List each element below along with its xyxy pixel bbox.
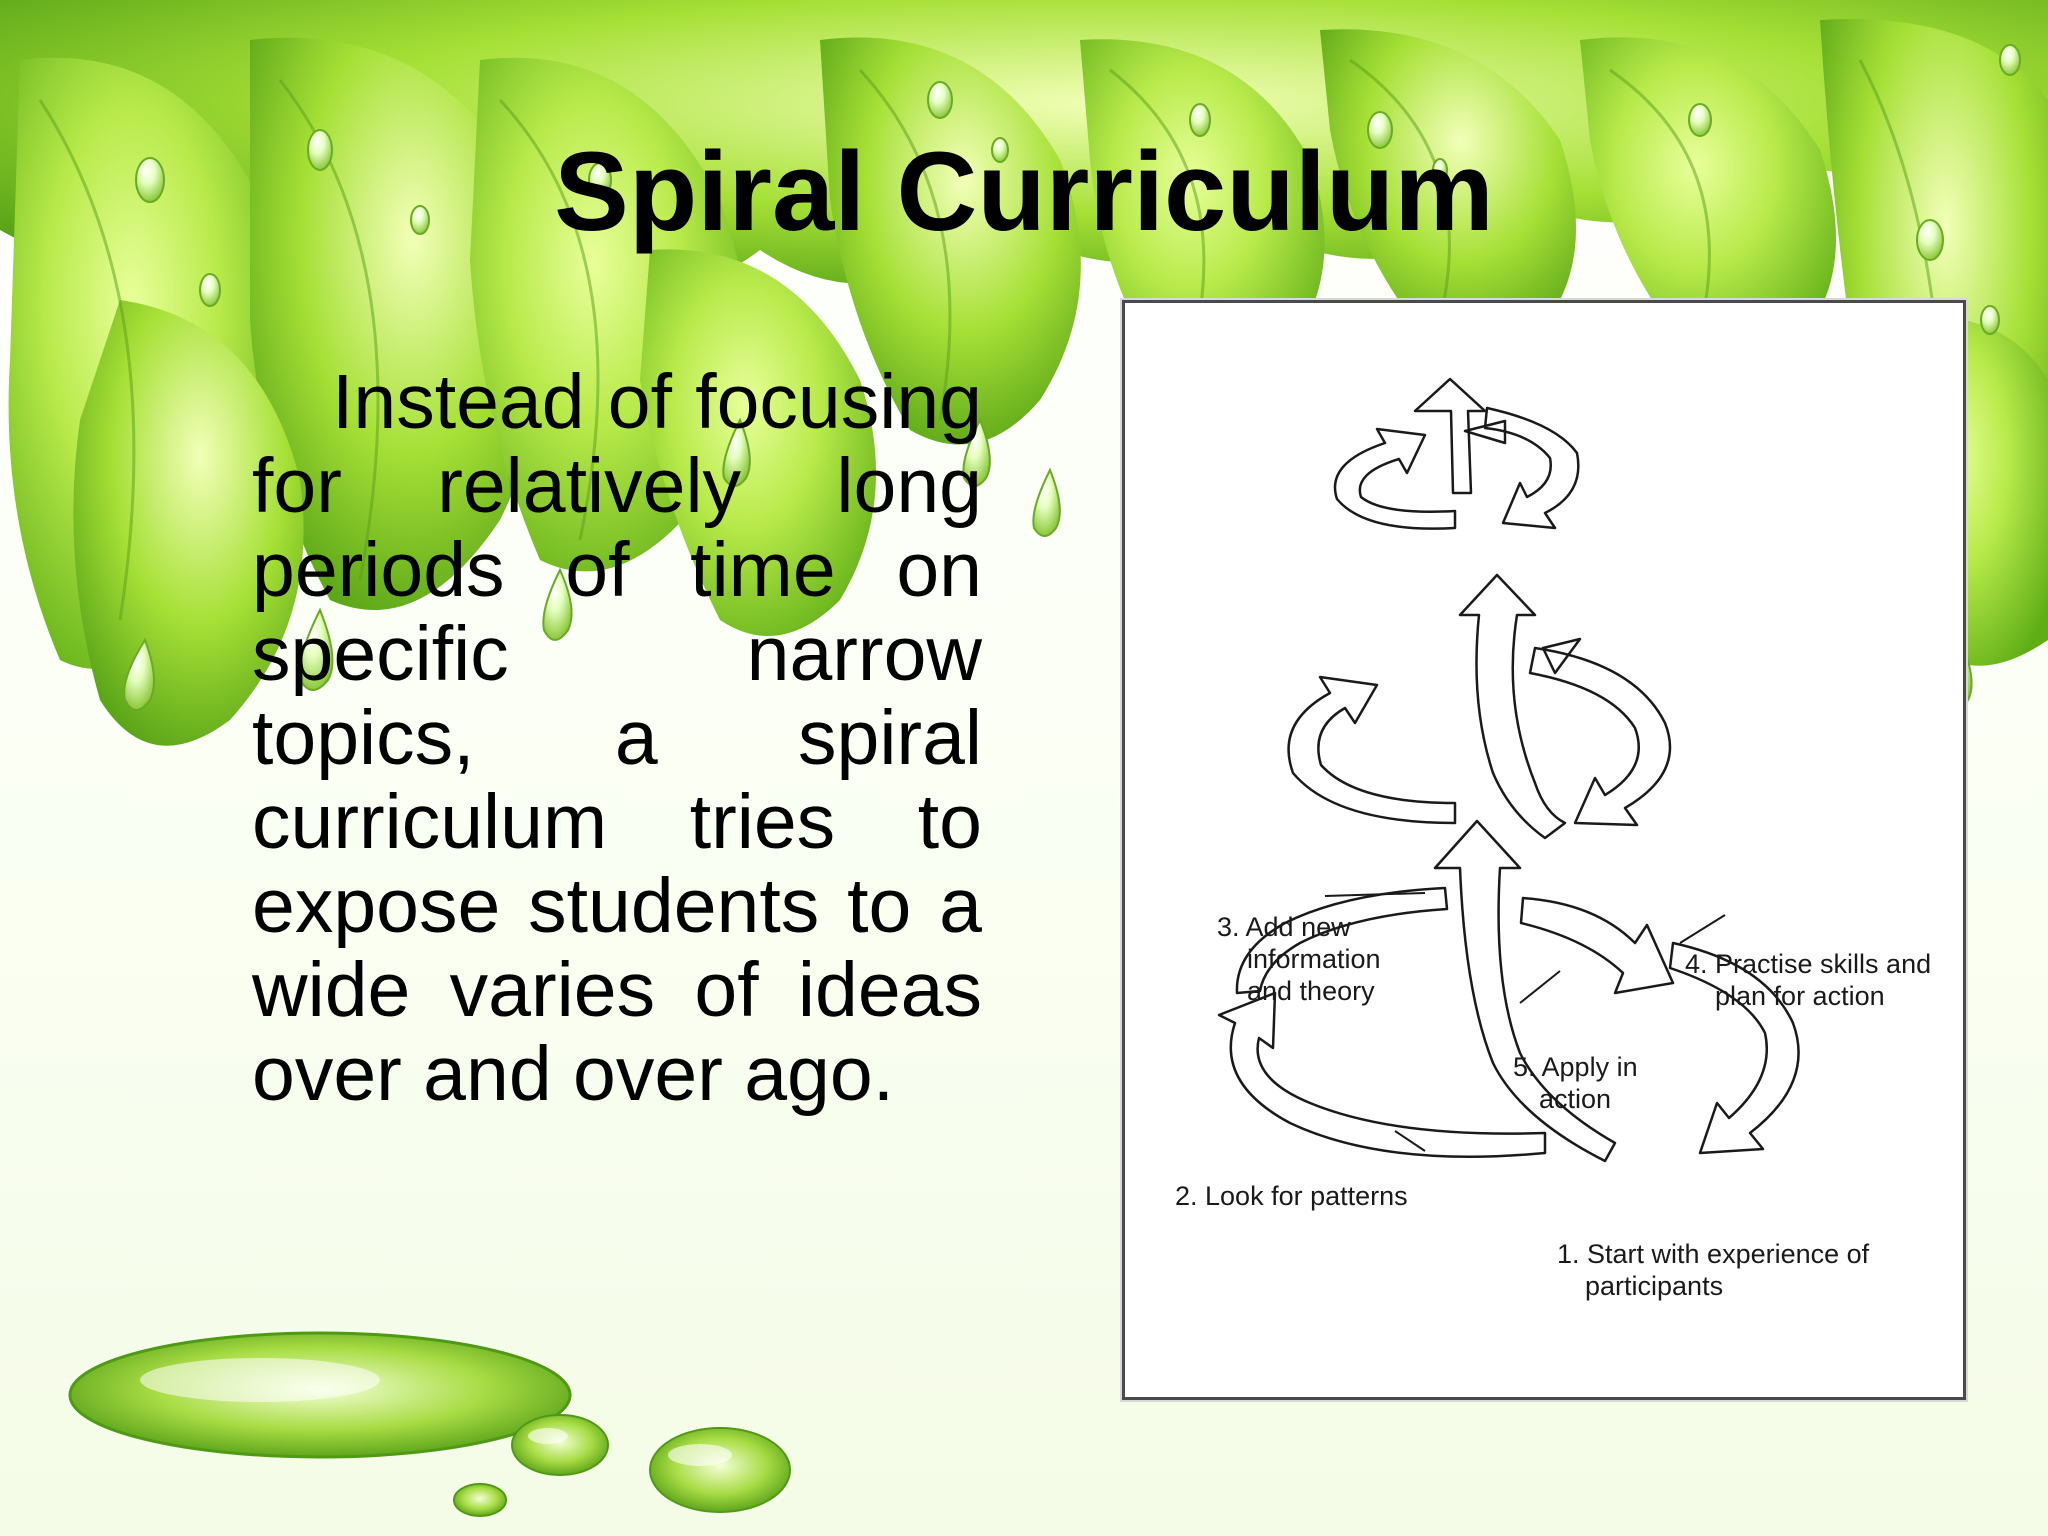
label-step3-line1: 3. Add new [1217,912,1351,942]
label-step1-line2: participants [1585,1271,1723,1301]
label-step5-line1: 5. Apply in [1513,1052,1638,1082]
spiral-diagram-frame: 3. Add new information and theory 4. Pra… [1120,298,1968,1402]
spiral-loop-top [1333,377,1580,530]
label-step4-line2: plan for action [1715,981,1885,1011]
spiral-diagram: 3. Add new information and theory 4. Pra… [1175,377,1931,1301]
slide-title: Spiral Curriculum [554,129,1494,254]
label-step2: 2. Look for patterns [1175,1181,1408,1211]
body-paragraph: Instead of focusing for relatively long … [252,359,982,1117]
spiral-loop-bottom [1217,819,1800,1163]
spiral-loop-middle [1287,573,1672,840]
label-step5-line2: action [1539,1084,1611,1114]
label-step3-line3: and theory [1247,976,1375,1006]
label-step4-line1: 4. Practise skills and [1685,949,1931,979]
label-step3-line2: information [1247,944,1381,974]
label-step1-line1: 1. Start with experience of [1557,1239,1870,1269]
diagram-leader-lines [1324,892,1726,1152]
